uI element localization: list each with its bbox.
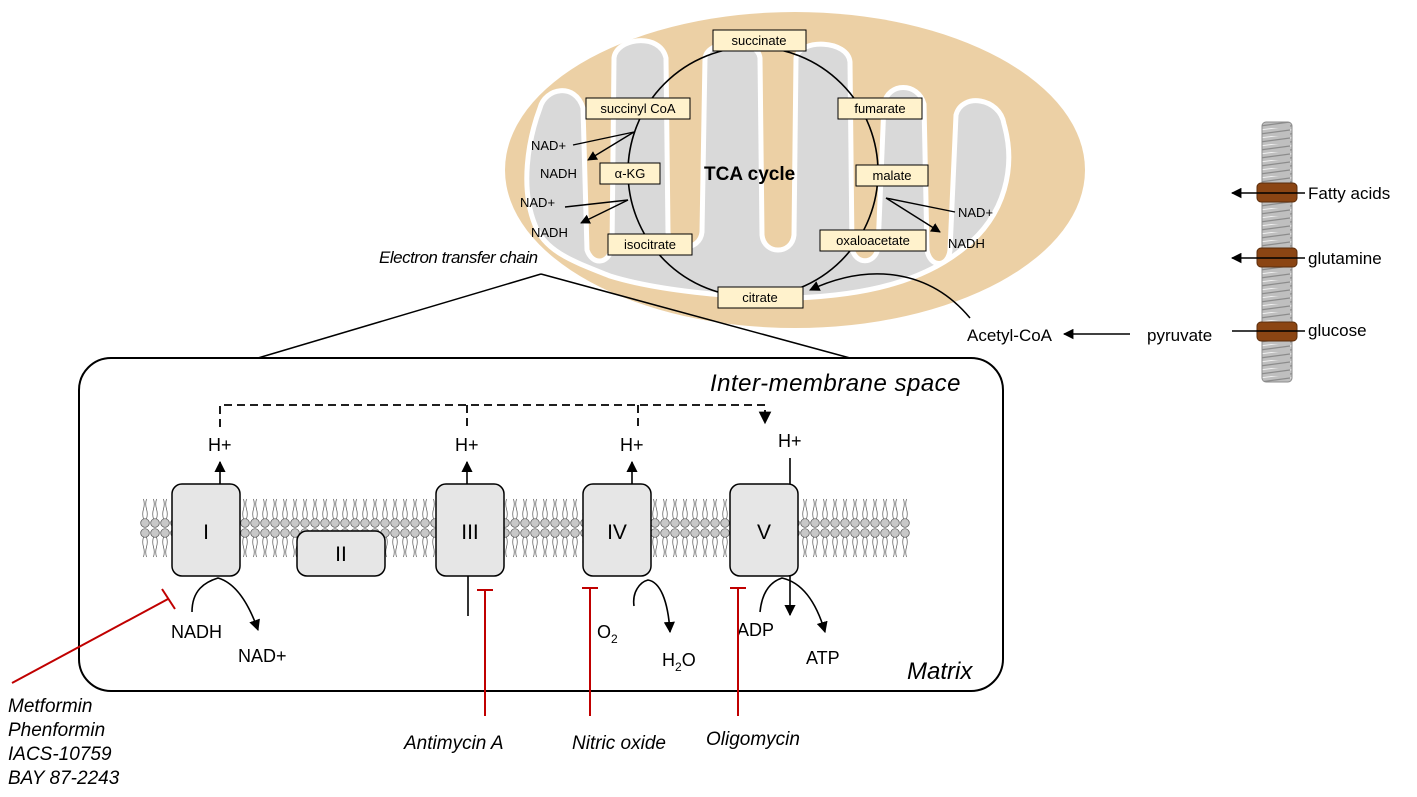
inhibitor-bay-87-2243: BAY 87-2243: [8, 768, 120, 789]
svg-text:succinyl CoA: succinyl CoA: [600, 101, 675, 116]
svg-text:NAD+: NAD+: [958, 205, 993, 220]
svg-text:NADH: NADH: [531, 225, 568, 240]
svg-text:α-KG: α-KG: [615, 166, 646, 181]
svg-text:Nitric oxide: Nitric oxide: [572, 733, 666, 754]
svg-text:isocitrate: isocitrate: [624, 237, 676, 252]
metabolite-akg: α-KG: [599, 162, 661, 185]
proton-gradient-path: [219, 404, 772, 427]
svg-text:NAD+: NAD+: [520, 195, 555, 210]
acetyl-coa-label: Acetyl-CoA: [967, 326, 1053, 345]
zoom-line-right: [540, 273, 851, 359]
complex-v: H+ V ADP ATP: [729, 431, 840, 668]
nad-plus-label: NAD+: [238, 646, 287, 666]
proton-label-iv: H+: [620, 435, 644, 455]
atp-label: ATP: [806, 648, 840, 668]
svg-text:III: III: [461, 521, 479, 544]
glutamine-label: glutamine: [1308, 249, 1382, 268]
svg-text:V: V: [757, 521, 771, 544]
svg-text:NADH: NADH: [540, 166, 577, 181]
inhibitor-complex-iii: Antimycin A: [403, 589, 504, 754]
plasma-membrane: Fatty acids glutamine glucose: [1230, 121, 1390, 383]
inhibitor-metformin: Metformin: [8, 696, 92, 717]
inhibitor-iacs-10759: IACS-10759: [8, 744, 112, 765]
metabolite-malate: malate: [855, 164, 929, 187]
metabolite-isocitrate: isocitrate: [607, 233, 693, 256]
adp-label: ADP: [737, 620, 774, 640]
svg-text:NADH: NADH: [948, 236, 985, 251]
inhibitor-complex-v: Oligomycin: [706, 587, 800, 750]
metabolite-oxaloacetate: oxaloacetate: [819, 229, 927, 252]
complex-iv: H+ IV O2 H2O: [582, 435, 696, 674]
metabolite-succinate: succinate: [712, 29, 807, 52]
akg-dehydrogenase-cofactors: NAD+ NADH: [531, 131, 635, 181]
tca-cycle: TCA cycle succinate succinyl CoA fumarat…: [520, 29, 993, 319]
matrix-label: Matrix: [907, 658, 973, 685]
svg-text:oxaloacetate: oxaloacetate: [836, 233, 910, 248]
zoom-line-left: [257, 273, 542, 359]
glucose-label: glucose: [1308, 321, 1367, 340]
complex-ii: II: [296, 530, 386, 577]
etc-label: Electron transfer chain: [379, 248, 538, 267]
mdh-cofactors: NAD+ NADH: [885, 197, 993, 251]
svg-text:NAD+: NAD+: [531, 138, 566, 153]
svg-text:Oligomycin: Oligomycin: [706, 729, 800, 750]
svg-text:malate: malate: [872, 168, 911, 183]
fatty-acids-label: Fatty acids: [1308, 184, 1390, 203]
o2-label: O2: [597, 622, 618, 646]
svg-text:I: I: [203, 521, 209, 544]
svg-text:IV: IV: [607, 521, 627, 544]
metabolite-citrate: citrate: [717, 286, 804, 309]
tca-cycle-title: TCA cycle: [704, 164, 795, 185]
svg-text:succinate: succinate: [732, 33, 787, 48]
inhibitor-phenformin: Phenformin: [8, 720, 105, 741]
h2o-label: H2O: [662, 650, 696, 674]
idh-cofactors: NAD+ NADH: [520, 195, 629, 240]
intermembrane-label: Inter-membrane space: [710, 370, 961, 397]
svg-text:fumarate: fumarate: [854, 101, 905, 116]
proton-label-i: H+: [208, 435, 232, 455]
complex-iii: H+ III: [435, 435, 505, 616]
etc-panel: Inter-membrane space Matrix H+ I NADH NA…: [78, 357, 1004, 692]
citrate-input-arrow: [809, 273, 971, 319]
inhibitor-complex-i: Metformin Phenformin IACS-10759 BAY 87-2…: [8, 588, 176, 789]
nadh-label: NADH: [171, 622, 222, 642]
complex-i: H+ I NADH NAD+: [171, 435, 287, 666]
svg-text:citrate: citrate: [742, 290, 777, 305]
svg-text:Antimycin A: Antimycin A: [403, 733, 504, 754]
inhibitor-complex-iv: Nitric oxide: [572, 587, 666, 754]
proton-label-v: H+: [778, 431, 802, 451]
svg-text:II: II: [335, 543, 347, 566]
metabolite-succinyl-coa: succinyl CoA: [585, 97, 691, 120]
metabolite-fumarate: fumarate: [837, 97, 923, 120]
proton-label-iii: H+: [455, 435, 479, 455]
pyruvate-label: pyruvate: [1147, 326, 1212, 345]
